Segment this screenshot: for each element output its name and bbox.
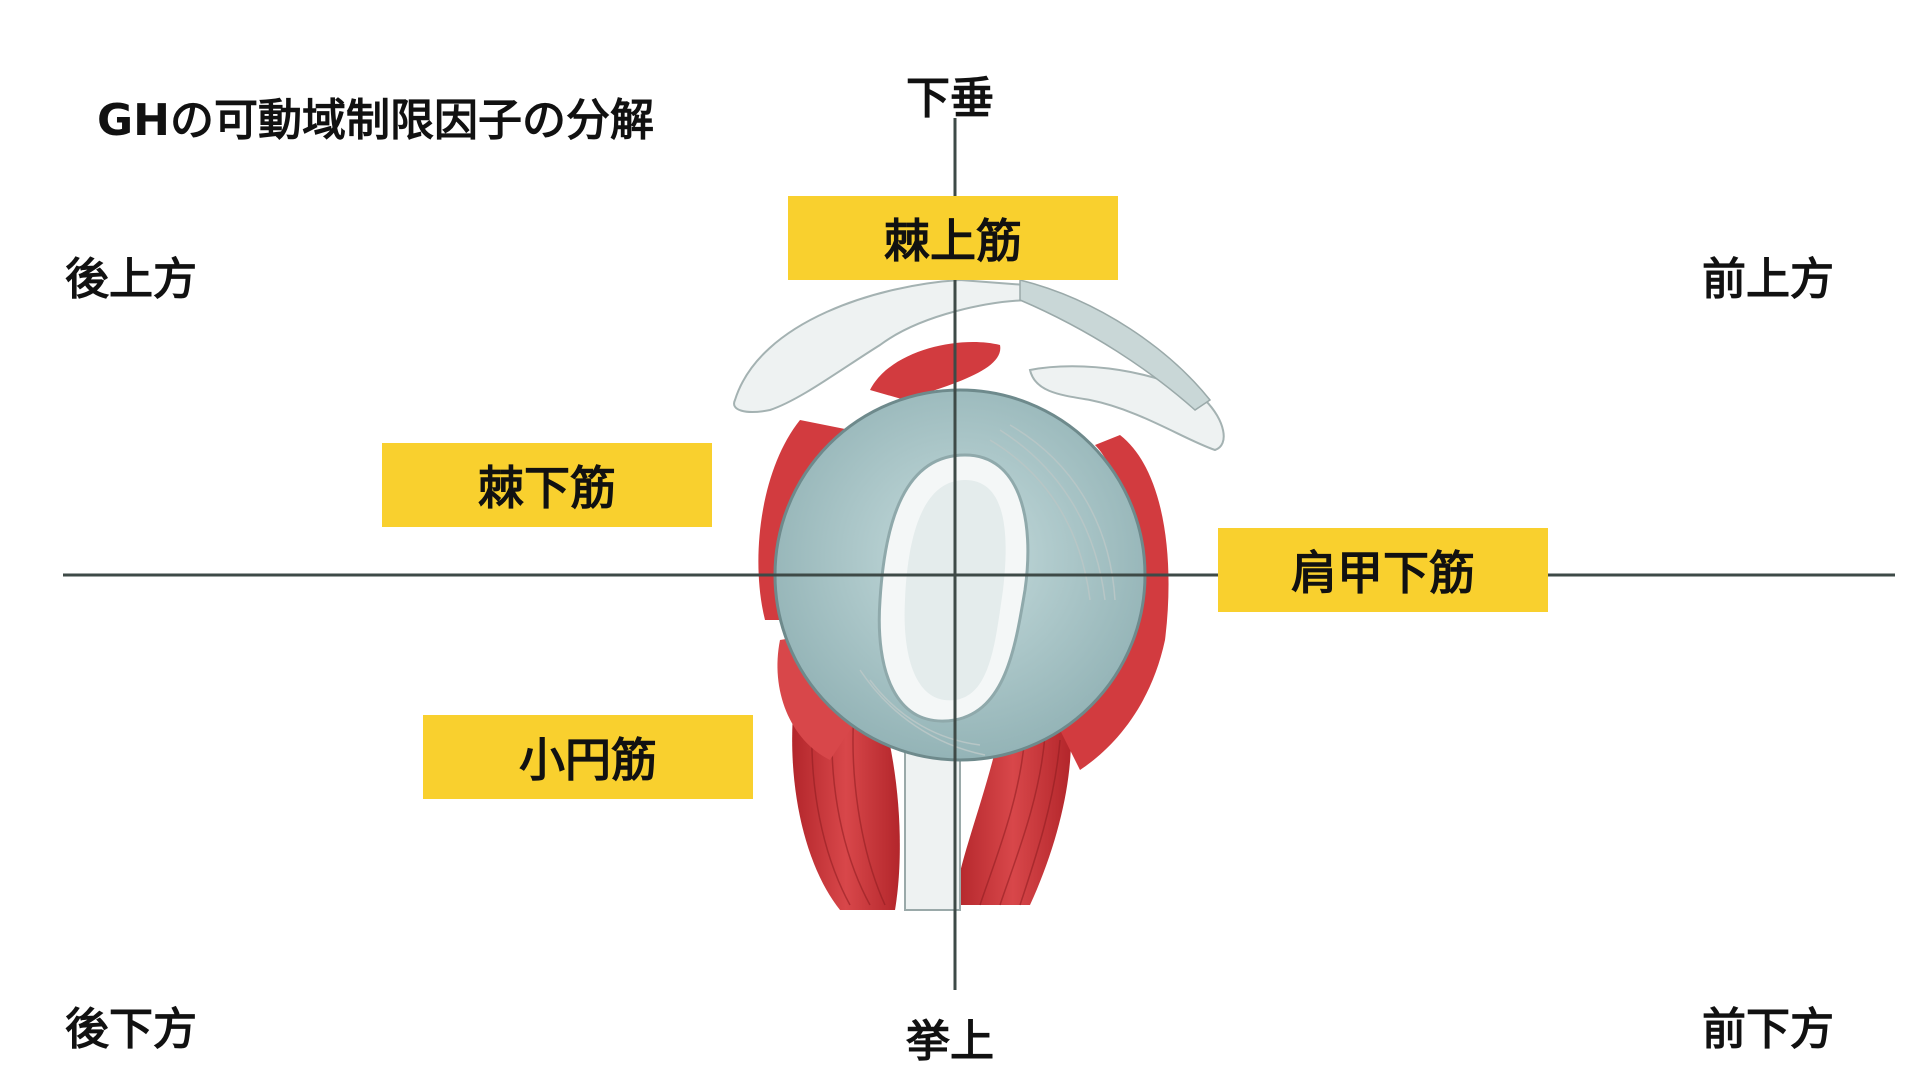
direction-lower-right: 前下方 bbox=[1702, 1004, 1834, 1055]
subscapularis-muscle bbox=[1060, 435, 1169, 770]
axis-label-bottom: 挙上 bbox=[906, 1016, 994, 1067]
tag-teres-minor-label: 小円筋 bbox=[519, 733, 657, 787]
acromion bbox=[733, 278, 1037, 413]
tag-infraspinatus: 棘下筋 bbox=[382, 443, 712, 527]
supraspinatus-muscle bbox=[870, 342, 1001, 400]
tag-subscapularis-label: 肩甲下筋 bbox=[1291, 546, 1475, 600]
direction-upper-left: 後上方 bbox=[65, 254, 197, 305]
glenohumeral-ligaments bbox=[859, 424, 1116, 756]
axis-label-top: 下垂 bbox=[906, 73, 994, 124]
tag-subscapularis: 肩甲下筋 bbox=[1218, 528, 1548, 612]
subscapularis-lower-belly bbox=[955, 720, 1071, 905]
tag-supraspinatus-label: 棘上筋 bbox=[884, 214, 1022, 268]
direction-upper-right: 前上方 bbox=[1702, 254, 1834, 305]
diagram-title: GHの可動域制限因子の分解 bbox=[97, 95, 654, 146]
tag-teres-minor: 小円筋 bbox=[423, 715, 753, 799]
tag-infraspinatus-label: 棘下筋 bbox=[478, 461, 616, 515]
tag-supraspinatus: 棘上筋 bbox=[788, 196, 1118, 280]
coracoacromial-ligament bbox=[1019, 279, 1212, 411]
direction-lower-left: 後下方 bbox=[65, 1004, 197, 1055]
